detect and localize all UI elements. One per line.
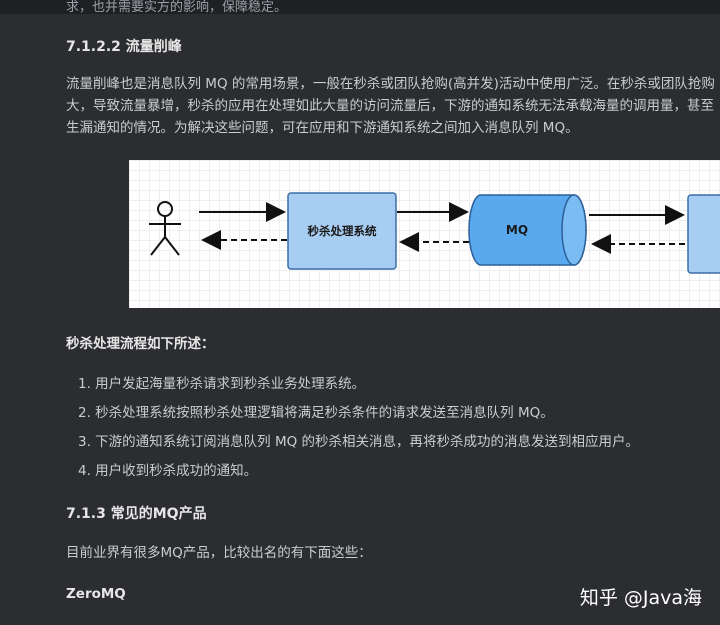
section-713-title: 7.1.3 常见的MQ产品 bbox=[66, 506, 207, 522]
list-item: 4. 用户收到秒杀成功的通知。 bbox=[78, 463, 258, 479]
seckill-system-box bbox=[287, 192, 397, 270]
section-7122-paragraph: 流量削峰也是消息队列 MQ 的常用场景，一般在秒杀或团队抢购(高并发)活动中使用… bbox=[66, 73, 720, 139]
mq-label: MQ bbox=[506, 223, 528, 237]
mq-queue-shape bbox=[468, 194, 587, 266]
list-item: 2. 秒杀处理系统按照秒杀处理逻辑将满足秒杀条件的请求发送至消息队列 MQ。 bbox=[78, 405, 554, 421]
list-item: 3. 下游的通知系统订阅消息队列 MQ 的秒杀相关消息，再将秒杀成功的消息发送到… bbox=[78, 434, 640, 450]
watermark: 知乎 @Java海 bbox=[579, 587, 702, 609]
top-bar: 求，也并需要实方的影响，保障稳定。 bbox=[0, 0, 720, 15]
user-icon bbox=[149, 201, 181, 256]
flow-heading: 秒杀处理流程如下所述： bbox=[66, 336, 215, 352]
product-zeromq: ZeroMQ bbox=[66, 586, 126, 602]
seckill-system-label: 秒杀处理系统 bbox=[308, 224, 377, 238]
paragraph-line: 流量削峰也是消息队列 MQ 的常用场景，一般在秒杀或团队抢购(高并发)活动中使用… bbox=[66, 76, 715, 92]
steps-list: 1. 用户发起海量秒杀请求到秒杀业务处理系统。 2. 秒杀处理系统按照秒杀处理逻… bbox=[78, 374, 639, 490]
paragraph-line: 大，导致流量暴增，秒杀的应用在处理如此大量的访问流量后，下游的通知系统无法承载海… bbox=[66, 98, 714, 114]
list-item: 1. 用户发起海量秒杀请求到秒杀业务处理系统。 bbox=[78, 376, 366, 392]
flow-diagram-svg: 秒杀处理系统 MQ bbox=[149, 192, 720, 274]
section-713-intro: 目前业界有很多MQ产品，比较出名的有下面这些： bbox=[66, 545, 372, 561]
notification-system-box bbox=[687, 194, 720, 274]
top-partial-text: 求，也并需要实方的影响，保障稳定。 bbox=[66, 0, 288, 15]
paragraph-line: 生漏通知的情况。为解决这些问题，可在应用和下游通知系统之间加入消息队列 MQ。 bbox=[66, 120, 579, 136]
section-7122-title: 7.1.2.2 流量削峰 bbox=[66, 39, 182, 55]
flow-diagram: 秒杀处理系统 MQ bbox=[129, 160, 720, 308]
